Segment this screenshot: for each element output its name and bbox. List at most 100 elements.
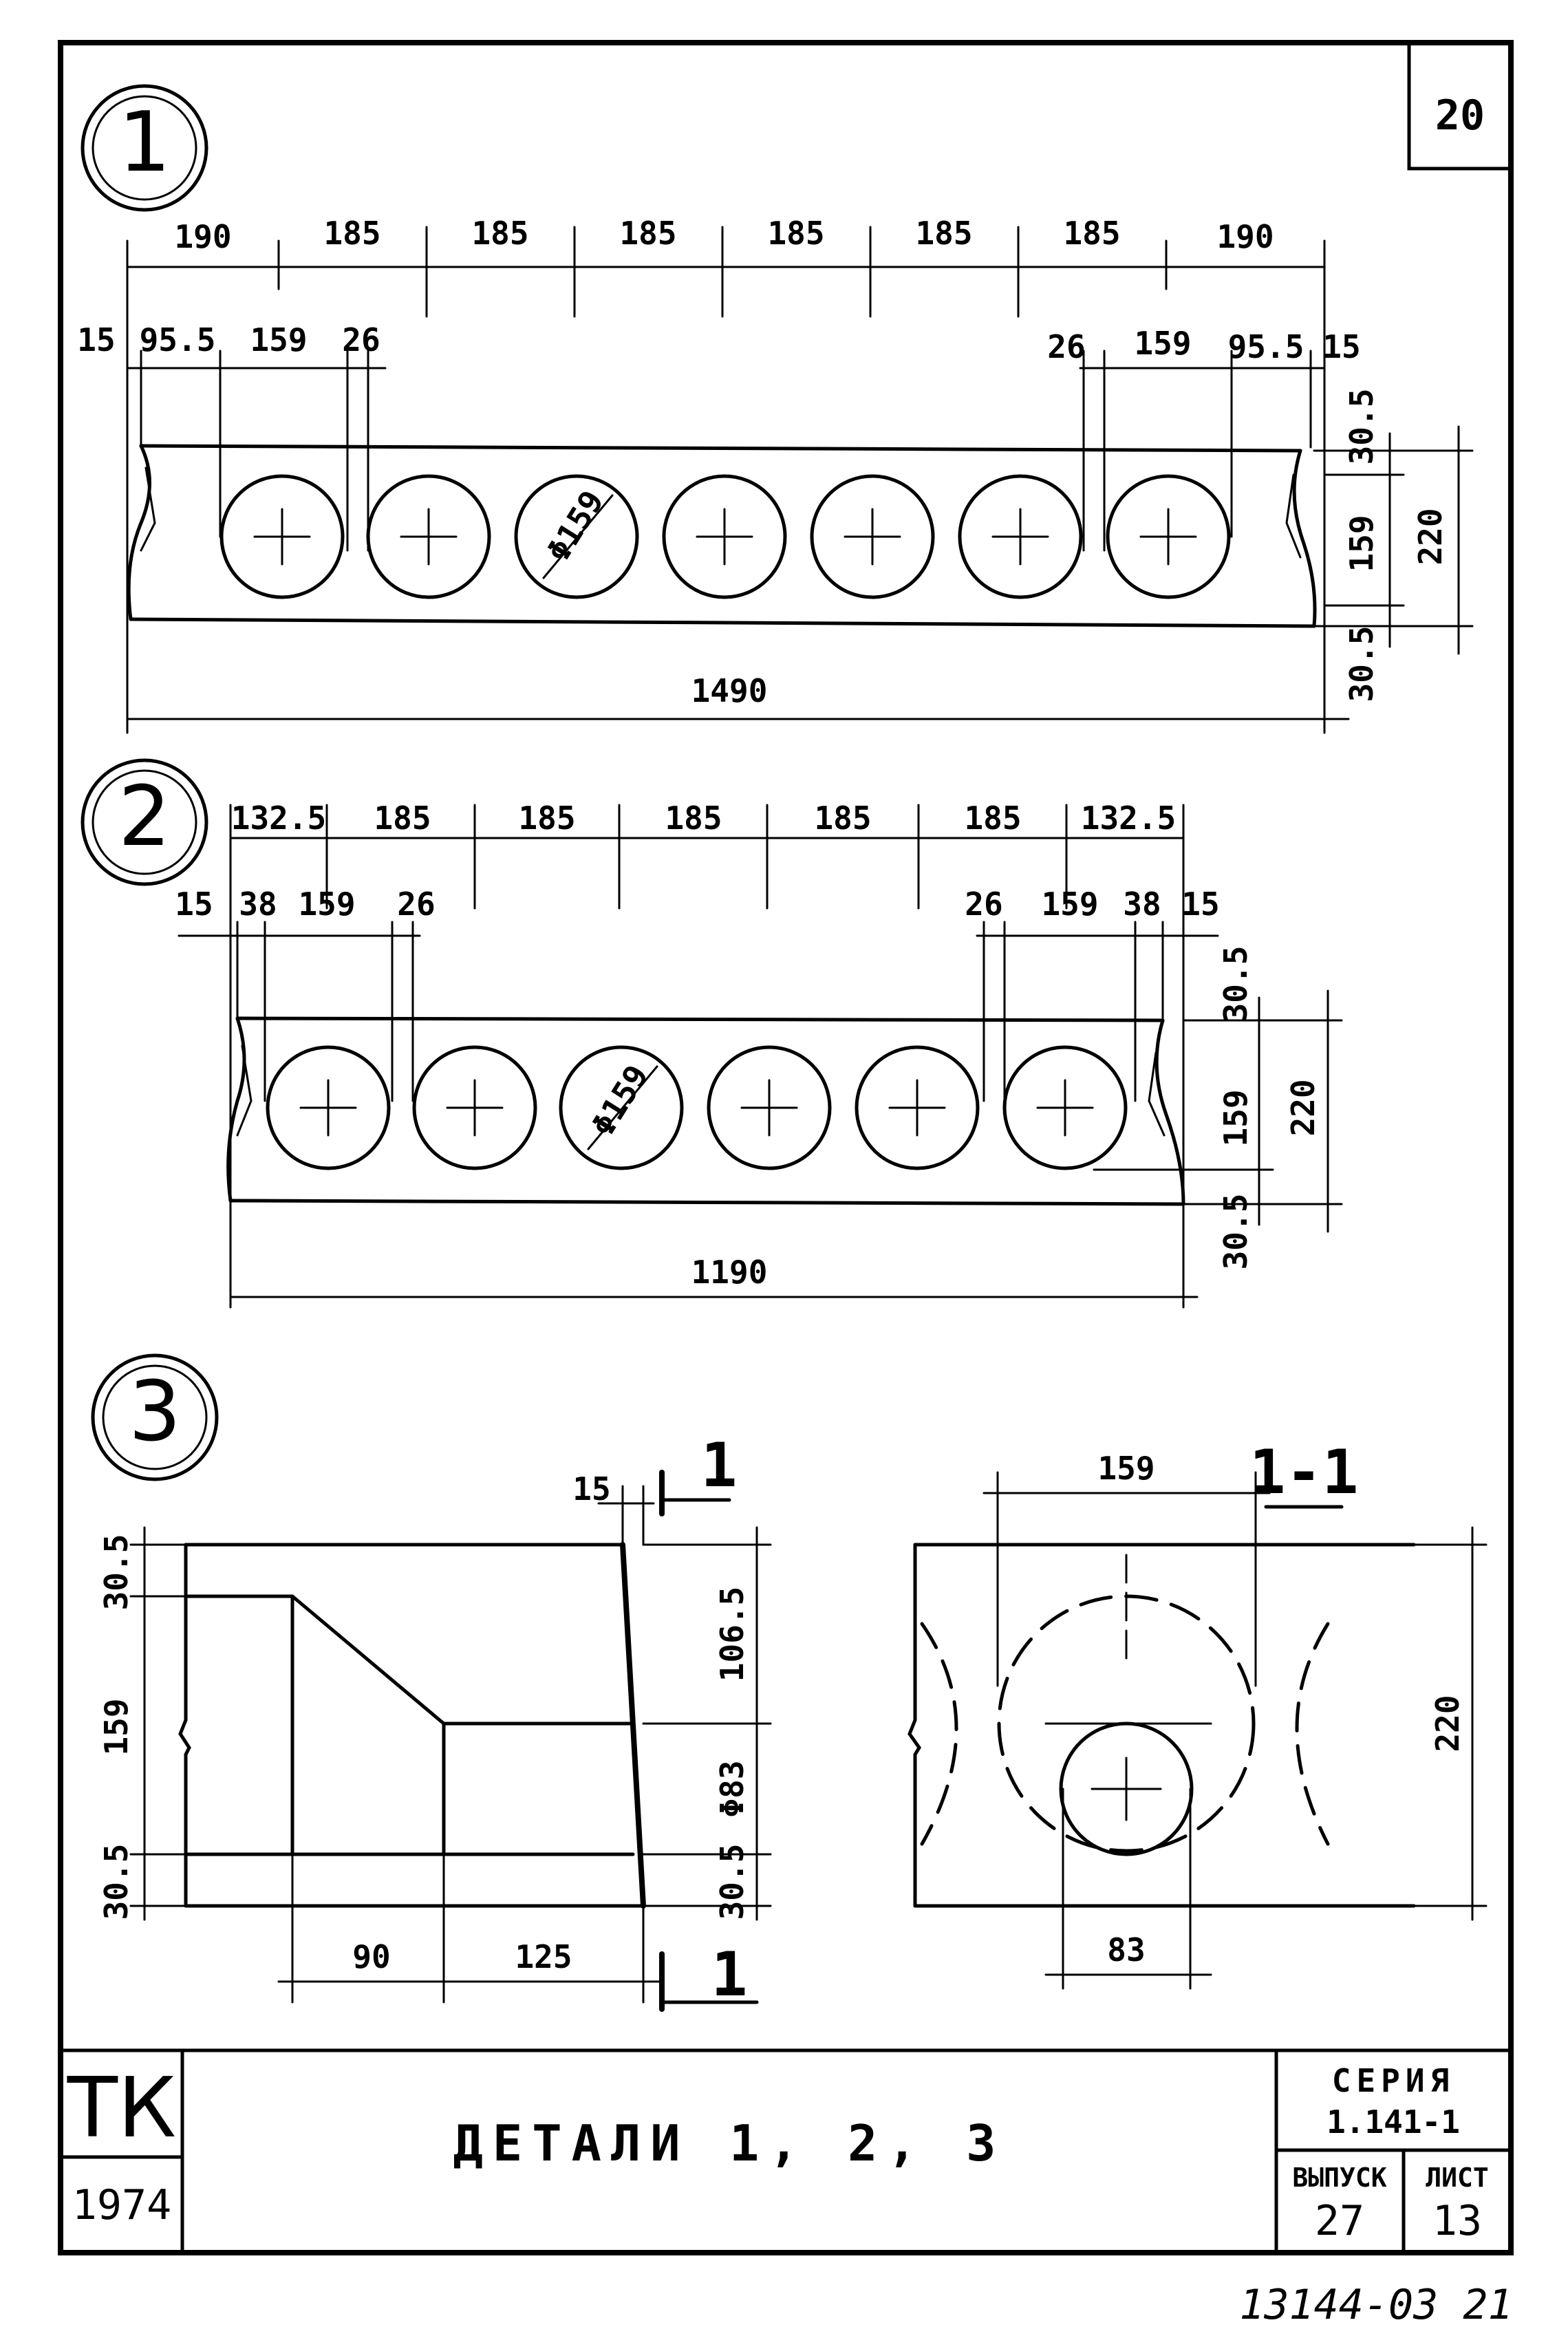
d2-sub-dim-l4: 26 [397,886,435,923]
section-1-1: 1-1 159 [907,1437,1488,1990]
detail-3-label: 3 [129,1364,181,1460]
d1-slab-outline [127,444,1317,628]
d2-sub-dim-l2: 38 [239,886,277,923]
d3-left-dim-3: 30.5 [98,1844,135,1920]
d2-sub-dim-r2: 159 [1041,886,1098,923]
d1-top-dim-1: 190 [174,218,231,255]
d1-top-dim-8: 190 [1216,218,1274,255]
d2-hole-4 [707,1045,832,1170]
d2-right-dim-1: 30.5 [1217,946,1254,1022]
d3-right-dim-2: Φ83 [713,1760,751,1817]
d1-top-dim-7: 185 [1063,215,1120,252]
d3-left-dim-1: 30.5 [98,1534,135,1611]
detail-2-label: 2 [118,769,171,865]
detail-1-marker-outer [80,84,208,212]
d3-bottom-dim-1: 90 [352,1938,390,1975]
d2-hole-2 [412,1045,537,1170]
title-block-org: ТК [67,2061,177,2156]
d2-sub-dim-r4: 15 [1181,886,1219,923]
d2-right-dim-2: 159 [1217,1089,1254,1146]
d2-sub-dim-l3: 159 [298,886,355,923]
d1-sub-dim-l3: 159 [250,321,307,358]
detail-2-marker-inner [92,769,197,875]
title-block-title: ДЕТАЛИ 1, 2, 3 [453,2114,1006,2172]
d1-sub-dim-l4: 26 [342,321,380,358]
d2-hole-1 [266,1045,391,1170]
d2-hole-label: Φ159 [584,1058,656,1143]
d2-sub-dim-r3: 38 [1123,886,1161,923]
d1-right-dim-4: 220 [1412,508,1449,565]
d1-sub-dim-r1: 26 [1047,328,1085,365]
d3-cut-mark-top: 1 [701,1430,738,1501]
d2-sub-dim-r1: 26 [965,886,1002,923]
series-value: 1.141-1 [1327,2103,1460,2141]
section-small-circle [1059,1721,1194,1856]
d3-bottom-dim-2: 125 [515,1938,572,1975]
sheet-value: 13 [1432,2197,1482,2245]
d1-top-dim-4: 185 [619,215,676,252]
d1-hole-6 [958,474,1083,599]
title-block-year: 1974 [72,2181,172,2229]
d1-right-dim-3: 30.5 [1343,626,1380,702]
d2-top-dim-1: 132.5 [231,800,326,837]
detail-3: 3 30.5 159 30.5 [91,1353,772,2012]
section-dim-top: 159 [1097,1450,1154,1487]
d1-top-dim-6: 185 [915,215,972,252]
d2-hole-5 [855,1045,980,1170]
d2-sub-dim-l1: 15 [175,886,213,923]
detail-1-marker-inner [92,95,197,201]
d1-hole-3 [514,474,639,599]
series-label: СЕРИЯ [1332,2062,1454,2099]
d1-top-dim-5: 185 [767,215,824,252]
d3-left-dim-2: 159 [98,1698,135,1755]
d3-right-dim-3: 30.5 [713,1844,751,1920]
d1-sub-dim-r2: 159 [1134,325,1191,362]
section-title: 1-1 [1249,1437,1359,1508]
d3-top-dim: 15 [572,1470,610,1508]
d2-right-dim-4: 220 [1285,1079,1322,1136]
d3-outline [178,1542,646,1909]
d2-top-dim-7: 132.5 [1081,800,1176,837]
d2-top-dim-3: 185 [518,800,575,837]
title-block: ТК 1974 ДЕТАЛИ 1, 2, 3 СЕРИЯ 1.141-1 ВЫП… [58,2048,1513,2255]
d2-slab-outline [226,1016,1185,1206]
detail-3-marker-outer [91,1353,219,1481]
detail-1-label: 1 [118,95,171,191]
sheet-corner-number: 20 [1435,92,1485,140]
detail-1: 1 190 185 185 185 185 185 185 190 [77,84,1474,734]
d2-overall-dim: 1190 [691,1254,768,1291]
sheet-frame [58,40,1514,2255]
d2-hole-6 [1002,1045,1128,1170]
d2-hole-3 [559,1045,684,1170]
d1-hole-1 [219,474,345,599]
document-number: 13144-03 21 [1239,2281,1512,2329]
sheet-label: ЛИСТ [1426,2163,1489,2193]
d2-top-dim-2: 185 [374,800,431,837]
d1-right-dim-1: 30.5 [1343,389,1380,465]
d1-hole-7 [1106,474,1231,599]
d2-top-dim-6: 185 [964,800,1021,837]
detail-3-marker-inner [102,1364,208,1470]
detail-2: 2 132.5 185 185 185 185 185 132.5 [80,758,1343,1309]
d1-overall-dim: 1490 [691,672,768,709]
d2-top-dim-5: 185 [814,800,871,837]
d1-sub-dim-r4: 15 [1322,328,1360,365]
detail-2-marker-outer [80,758,208,886]
d2-top-dim-4: 185 [665,800,722,837]
d1-right-dim-2: 159 [1343,515,1380,572]
d1-sub-dim-l2: 95.5 [140,321,216,358]
d1-hole-2 [366,474,491,599]
section-dim-bottom: 83 [1107,1931,1145,1969]
d1-sub-dim-l1: 15 [77,321,115,358]
issue-value: 27 [1315,2197,1364,2245]
d1-hole-4 [662,474,787,599]
section-dim-right: 220 [1429,1695,1466,1752]
d3-right-dim-1: 106.5 [713,1587,751,1682]
d1-sub-dim-r3: 95.5 [1228,328,1304,365]
issue-label: ВЫПУСК [1292,2163,1386,2193]
d1-top-dim-2: 185 [323,215,380,252]
d1-hole-label: Φ159 [539,484,611,568]
d1-top-dim-3: 185 [471,215,528,252]
d3-cut-mark-bottom: 1 [711,1939,748,2010]
